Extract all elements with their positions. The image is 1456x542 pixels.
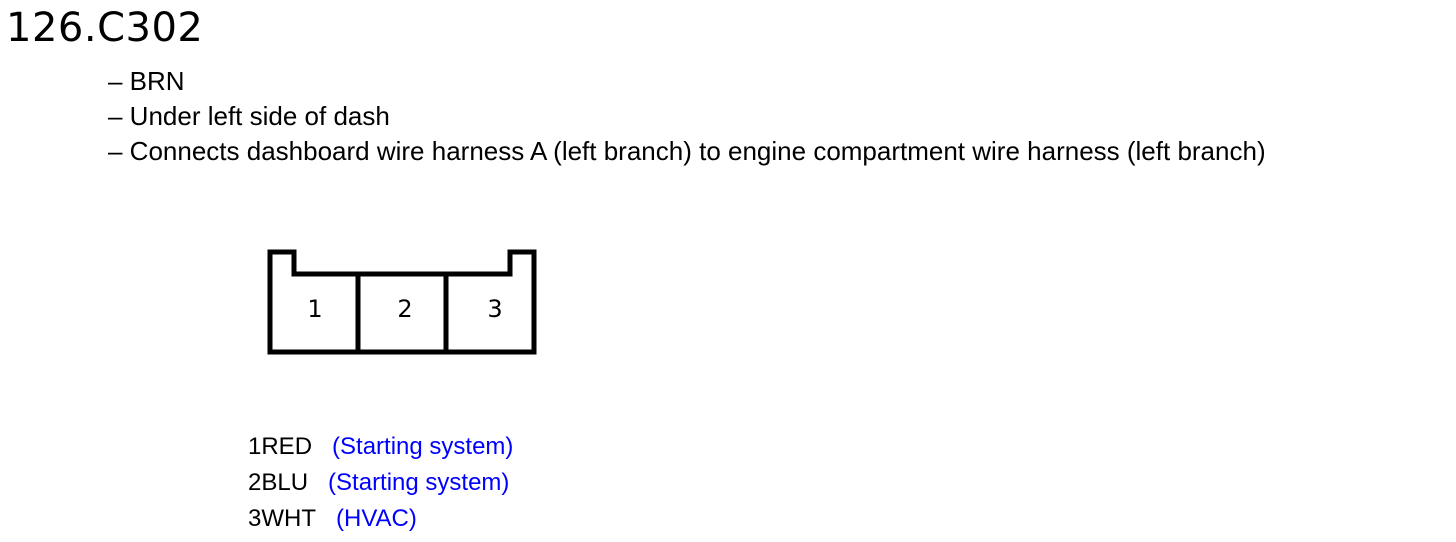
cavity-label-1: 1 — [307, 295, 322, 323]
cavity-label-2: 2 — [397, 295, 412, 323]
connector-face-diagram: 1 2 3 — [267, 249, 537, 355]
pin-list: 1RED (Starting system) 2BLU (Starting syst… — [248, 429, 513, 537]
pin-row-3: 3WHT (HVAC) — [248, 501, 513, 537]
detail-location: – Under left side of dash — [108, 101, 390, 131]
detail-connects: – Connects dashboard wire harness A (lef… — [108, 136, 1266, 166]
pin-2-function: (Starting system) — [328, 469, 510, 496]
pin-3-wire: 3WHT — [248, 505, 316, 532]
pin-row-2: 2BLU (Starting system) — [248, 465, 513, 501]
pin-2-wire: 2BLU — [248, 469, 309, 496]
cavity-label-3: 3 — [487, 295, 502, 323]
pin-1-wire: 1RED — [248, 433, 313, 460]
pin-1-function: (Starting system) — [332, 433, 514, 460]
connector-details: – BRN – Under left side of dash – Connec… — [108, 64, 1266, 169]
pin-3-function: (HVAC) — [336, 505, 417, 532]
connector-title: 126.C302 — [6, 5, 204, 51]
pin-row-1: 1RED (Starting system) — [248, 429, 513, 465]
detail-color: – BRN — [108, 66, 185, 96]
